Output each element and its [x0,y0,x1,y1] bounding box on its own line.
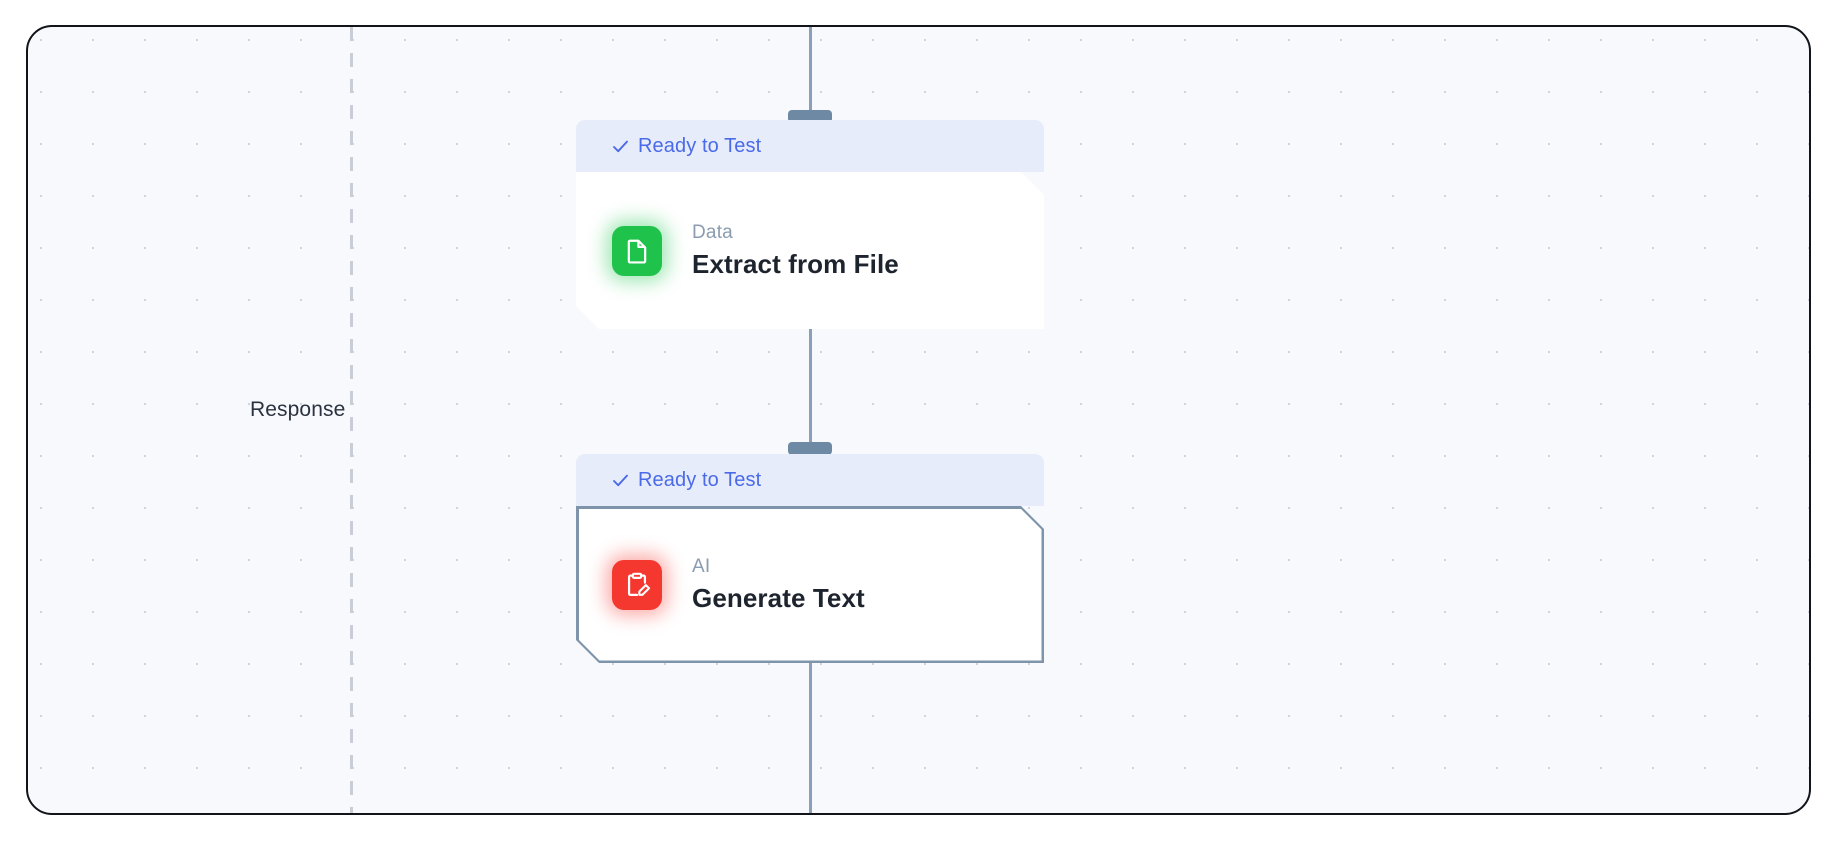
node-kind-label: Data [692,221,733,243]
node-title-label: Extract from File [692,248,899,279]
node-status-bar: Ready to Test [576,120,1044,172]
check-icon [612,472,629,489]
node-extract-from-file[interactable]: Ready to Test Data Extract from File [576,120,1044,329]
connector-handle-extract-input[interactable] [788,110,832,123]
edge-extract-to-generate [809,321,812,449]
node-card-body[interactable]: Data Extract from File [576,172,1044,329]
edge-into-extract-from-file [809,27,812,117]
node-generate-text[interactable]: Ready to Test AI Generate Text [576,454,1044,663]
connector-handle-generate-input[interactable] [788,442,832,455]
node-card-body[interactable]: AI Generate Text [576,506,1044,663]
node-status-bar: Ready to Test [576,454,1044,506]
node-text-group: AI Generate Text [692,556,865,614]
node-text-group: Data Extract from File [692,222,899,280]
lane-label-response: Response [250,398,346,421]
node-card-inner: AI Generate Text [578,508,1042,661]
node-status-label: Ready to Test [638,468,762,491]
edge-out-of-generate-text [809,653,812,813]
check-icon [612,138,629,155]
node-kind-label: AI [692,555,711,577]
file-document-icon [612,225,662,276]
clipboard-pencil-icon [612,559,662,610]
node-status-label: Ready to Test [638,134,762,157]
workflow-canvas[interactable]: Response Ready to Test [26,25,1811,815]
lane-divider [350,27,353,813]
node-title-label: Generate Text [692,582,865,613]
